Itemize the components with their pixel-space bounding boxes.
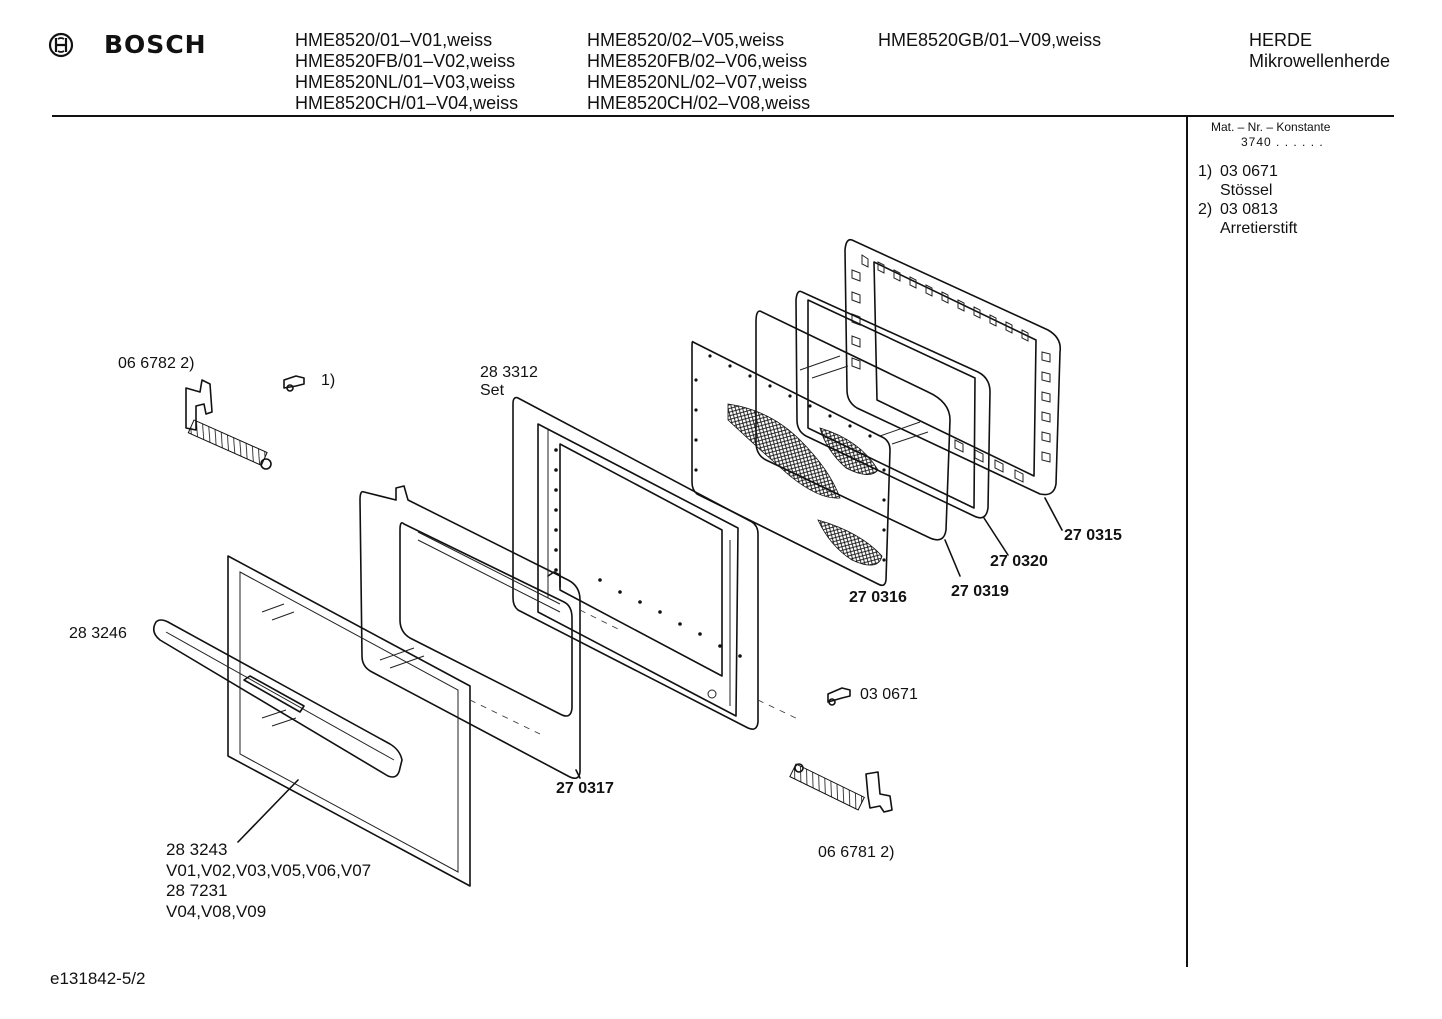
front-glass-variants-a: V01,V02,V03,V05,V06,V07 [166, 860, 372, 880]
model-line: HME8520NL/02–V07,weiss [587, 72, 808, 92]
model-line: HME8520CH/01–V04,weiss [295, 93, 519, 113]
model-line: HME8520/02–V05,weiss [587, 30, 785, 50]
label-inner-glass: 27 0319 [951, 583, 1009, 600]
label-right-pin: 03 0671 [860, 686, 918, 703]
model-line: HME8520/01–V01,weiss [295, 30, 493, 50]
pin-right-part [827, 687, 851, 706]
door-set-part [512, 396, 759, 730]
label-gasket: 27 0320 [990, 553, 1048, 570]
label-set-code: 28 3312 [480, 364, 538, 381]
models-column-1: HME8520/01–V01,weiss HME8520FB/01–V02,we… [295, 30, 518, 114]
category-title: HERDE [1249, 30, 1313, 50]
right-hinge-part [789, 763, 893, 813]
label-left-hinge: 06 6782 2) [118, 355, 195, 372]
left-hinge-part [185, 379, 272, 470]
door-gasket-part [359, 485, 581, 780]
note-number: 2) [1198, 201, 1213, 218]
assembly-guides [469, 609, 801, 735]
header-rule [52, 115, 1394, 117]
label-right-hinge: 06 6781 2) [818, 844, 895, 861]
front-glass-code-b: 28 7231 [166, 881, 228, 900]
note-name: Arretierstift [1220, 220, 1298, 237]
models-column-2: HME8520/02–V05,weiss HME8520FB/02–V06,we… [587, 30, 810, 114]
label-handle: 28 3246 [69, 625, 127, 642]
handle-part [152, 619, 403, 778]
document-id: e131842-5/2 [50, 969, 146, 988]
model-line: HME8520FB/02–V06,weiss [587, 51, 808, 71]
label-front-glass: 28 3243 V01,V02,V03,V05,V06,V07 28 7231 … [166, 840, 371, 922]
material-number-value: 3740 . . . . . . [1241, 135, 1324, 149]
note-code: 03 0671 [1220, 163, 1278, 180]
sidebar-divider [1186, 117, 1188, 967]
model-line: HME8520FB/01–V02,weiss [295, 51, 516, 71]
brand-name: BOSCH [104, 30, 207, 59]
pin-left-part [283, 375, 305, 392]
model-line: HME8520GB/01–V09,weiss [878, 30, 1102, 50]
note-1: 1) 03 0671 Stössel [1198, 162, 1278, 200]
label-left-pin: 1) [321, 372, 336, 389]
mesh-panel-part [691, 340, 891, 587]
model-line: HME8520CH/02–V08,weiss [587, 93, 811, 113]
label-door-gasket: 27 0317 [556, 780, 614, 797]
front-glass-variants-b: V04,V08,V09 [166, 901, 267, 921]
category-block: HERDE Mikrowellenherde [1249, 30, 1390, 72]
inner-glass-part [755, 310, 961, 577]
note-name: Stössel [1220, 182, 1273, 199]
material-number-title: Mat. – Nr. – Konstante [1211, 120, 1331, 134]
label-mesh-panel: 27 0316 [849, 589, 907, 606]
category-subtitle: Mikrowellenherde [1249, 51, 1391, 71]
note-2: 2) 03 0813 Arretierstift [1198, 200, 1297, 238]
exploded-door-drawing [152, 238, 1063, 887]
label-set: Set [480, 382, 505, 399]
outer-frame-part [844, 238, 1063, 531]
model-line: HME8520NL/01–V03,weiss [295, 72, 516, 92]
note-code: 03 0813 [1220, 201, 1278, 218]
label-outer-frame: 27 0315 [1064, 527, 1122, 544]
note-number: 1) [1198, 163, 1213, 180]
models-column-3: HME8520GB/01–V09,weiss [878, 30, 1101, 51]
front-glass-part [227, 555, 471, 887]
bosch-logo-icon [48, 32, 74, 58]
front-glass-code-a: 28 3243 [166, 840, 228, 859]
gasket-part [795, 290, 1009, 556]
